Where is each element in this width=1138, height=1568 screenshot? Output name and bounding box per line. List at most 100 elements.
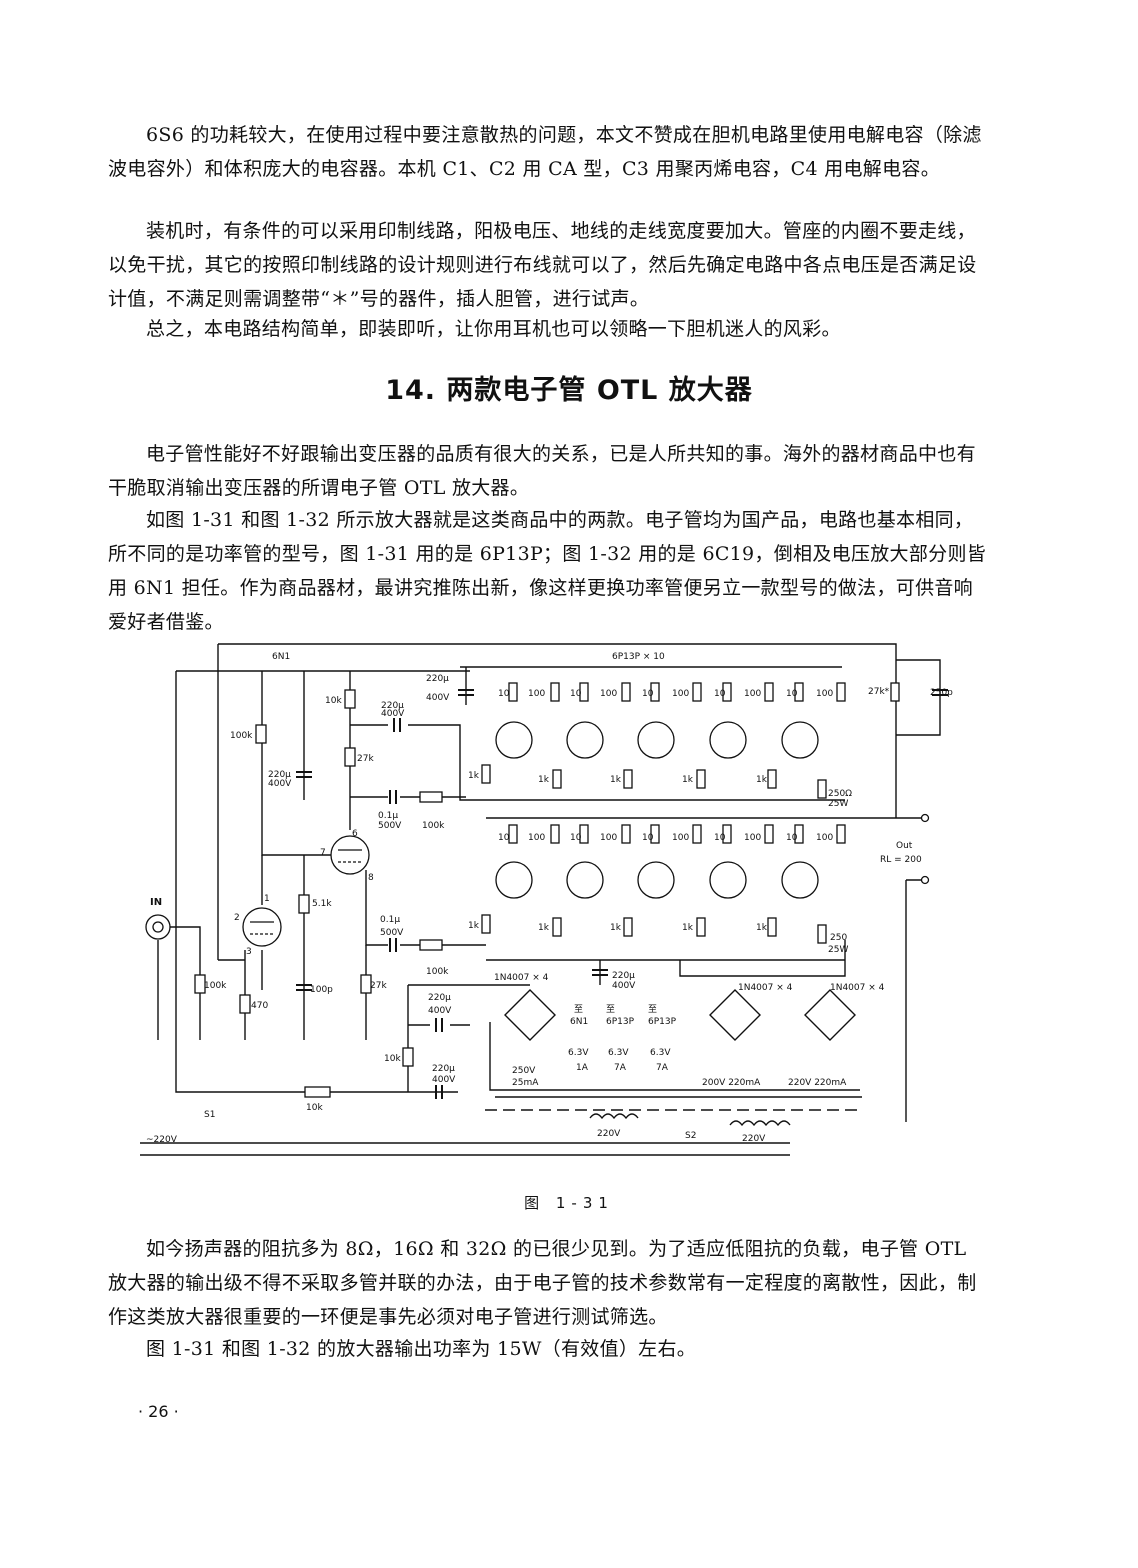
label-1k-2: 1k: [538, 775, 550, 785]
label-25w-b: 25W: [828, 945, 848, 955]
label-pin6: 6: [352, 829, 358, 839]
label-25w: 25W: [828, 799, 848, 809]
bridge-rectifiers: [504, 989, 856, 1041]
paragraph-intro: 6S6 的功耗较大，在使用过程中要注意散热的问题，本文不赞成在胆机电路里使用电解…: [108, 124, 982, 180]
label-r100-1: 100: [528, 689, 545, 699]
label-r100-6: 100: [528, 833, 545, 843]
paragraph-summary: 总之，本电路结构简单，即装即听，让你用耳机也可以领略一下胆机迷人的风彩。: [146, 318, 841, 340]
label-6-3v-1a: 6.3V: [568, 1048, 589, 1058]
label-cap-220u-b: 220μ: [268, 770, 291, 780]
resistor-100k-input: [194, 974, 206, 994]
label-r10-8: 10: [642, 833, 654, 843]
label-6-3v-7a: 6.3V: [608, 1048, 629, 1058]
label-r10-10: 10: [786, 833, 798, 843]
label-cap-220u-e: 220μ: [428, 993, 451, 1003]
label-100k-upper: 100k: [422, 821, 445, 831]
label-pot-250-b: 250: [830, 933, 847, 943]
label-1k-1: 1k: [468, 771, 480, 781]
resistor-10k-supply: [402, 1047, 414, 1067]
label-out: Out: [896, 841, 913, 851]
label-27k-lower: 27k: [370, 981, 387, 991]
label-500v: 500V: [378, 821, 402, 831]
label-pot-250: 250Ω: [828, 789, 852, 799]
label-1k-10: 1k: [756, 923, 768, 933]
label-r100-3: 100: [672, 689, 689, 699]
resistor-100k: [255, 724, 267, 744]
label-500v-b: 500V: [380, 928, 404, 938]
label-r10-1: 10: [498, 689, 510, 699]
label-bridge-c: 1N4007 × 4: [830, 983, 885, 993]
label-6n1: 6N1: [272, 652, 290, 662]
label-r10-9: 10: [714, 833, 726, 843]
label-pin7: 7: [320, 848, 326, 858]
label-in: IN: [150, 897, 162, 908]
label-cap-220u-c: 220μ: [426, 674, 449, 684]
label-cap-400v-c: 400V: [426, 693, 450, 703]
label-100p: 100p: [310, 985, 333, 995]
label-100k-lower: 100k: [426, 967, 449, 977]
page-number: · 26 ·: [138, 1402, 179, 1421]
label-r10-4: 10: [714, 689, 726, 699]
label-7a: 7A: [614, 1063, 627, 1073]
label-1k-3: 1k: [610, 775, 622, 785]
label-6-3v-7a-b: 6.3V: [650, 1048, 671, 1058]
paragraph-otl-intro: 电子管性能好不好跟输出变压器的品质有很大的关系，已是人所共知的事。海外的器材商品…: [108, 443, 976, 499]
label-s1: S1: [204, 1110, 215, 1120]
resistor-27k: [344, 747, 356, 767]
resistor-100k-lower: [419, 939, 443, 951]
label-6p13p-x10: 6P13P × 10: [612, 652, 665, 662]
label-10k: 10k: [325, 696, 342, 706]
paragraph-figure-description: 如图 1-31 和图 1-32 所示放大器就是这类商品中的两款。电子管均为国产品…: [108, 509, 987, 633]
label-to-6n1-name: 6N1: [570, 1017, 588, 1027]
label-pin3: 3: [246, 947, 252, 957]
label-cap-220u-f: 220μ: [432, 1064, 455, 1074]
label-1k-6: 1k: [468, 921, 480, 931]
label-470: 470: [251, 1001, 268, 1011]
schematic-wires: [140, 643, 941, 1156]
output-resistors: [481, 682, 900, 944]
label-1k-7: 1k: [538, 923, 550, 933]
label-1k-8: 1k: [610, 923, 622, 933]
capacitors: [296, 689, 948, 1099]
tube-6n1-lower: [242, 907, 282, 947]
label-27k-star: 27k*: [868, 687, 890, 697]
label-r100-9: 100: [744, 833, 761, 843]
label-r10-5: 10: [786, 689, 798, 699]
resistor-10k-feedback: [304, 1086, 331, 1098]
label-cap-400v: 400V: [381, 709, 405, 719]
output-tubes-upper: [495, 721, 819, 759]
label-220v-a: 220V: [597, 1129, 621, 1139]
power-transformer: [485, 1022, 862, 1127]
label-to-6p13p-b-name: 6P13P: [648, 1017, 677, 1027]
label-r10-7: 10: [570, 833, 582, 843]
label-r100-8: 100: [672, 833, 689, 843]
resistor-27k-lower: [360, 974, 372, 994]
label-27k: 27k: [357, 754, 374, 764]
output-terminal-ground: [920, 875, 930, 885]
label-1k-9: 1k: [682, 923, 694, 933]
label-r10-2: 10: [570, 689, 582, 699]
label-to-6p13p-b: 至: [648, 1004, 657, 1015]
label-mains: ~220V: [146, 1135, 178, 1145]
label-c-0-1u-b: 0.1μ: [380, 915, 400, 925]
output-terminal-hot: [920, 813, 930, 823]
resistor-5-1k: [298, 894, 310, 914]
label-bridge-a: 1N4007 × 4: [494, 973, 549, 983]
label-220v-b: 220V: [742, 1134, 766, 1144]
label-1k-5: 1k: [756, 775, 768, 785]
paragraph-output-power: 图 1-31 和图 1-32 的放大器输出功率为 15W（有效值）左右。: [146, 1338, 697, 1360]
label-r100-4: 100: [744, 689, 761, 699]
label-7a-b: 7A: [656, 1063, 669, 1073]
label-pin8: 8: [368, 873, 374, 883]
label-pin2: 2: [234, 913, 240, 923]
label-1a: 1A: [576, 1063, 589, 1073]
label-cap-400v-b: 400V: [268, 779, 292, 789]
label-cap-220u: 220μ: [381, 701, 404, 711]
resistor-100k-upper: [419, 791, 443, 803]
paragraph-assembly: 装机时，有条件的可以采用印制线路，阳极电压、地线的走线宽度要加大。管座的内圈不要…: [108, 220, 977, 310]
label-c-0-1u: 0.1μ: [378, 811, 398, 821]
paragraph-impedance: 如今扬声器的阻抗多为 8Ω，16Ω 和 32Ω 的已很少见到。为了适应低阻抗的负…: [108, 1238, 977, 1328]
label-r100-7: 100: [600, 833, 617, 843]
label-100k: 100k: [230, 731, 253, 741]
